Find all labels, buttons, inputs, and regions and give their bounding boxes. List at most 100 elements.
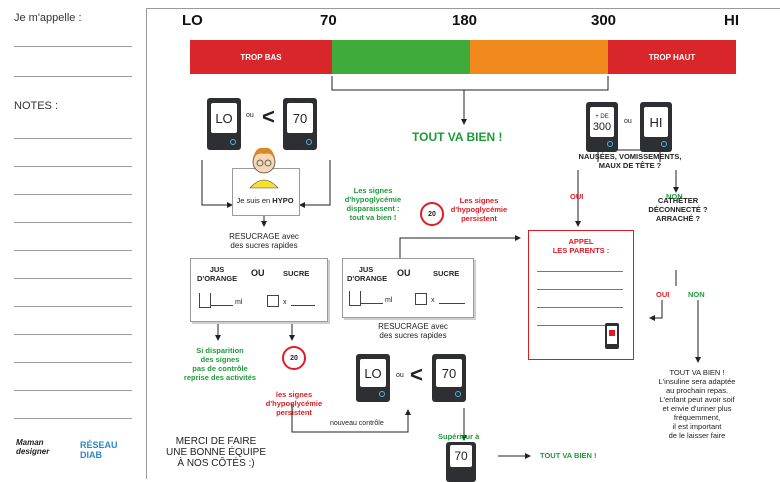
sugar-cube-icon [267, 295, 279, 307]
meter-lo-2: LO [356, 354, 390, 402]
meter-hi: HI [640, 102, 672, 152]
notes-line [14, 362, 132, 363]
signs-gone-text: Si disparition des signes pas de contrôl… [183, 346, 257, 382]
or-label: ou [396, 372, 404, 379]
less-than-sign: < [410, 362, 423, 387]
blank-line [537, 307, 623, 308]
resugar-box-2: JUS D'ORANGE OU SUCRE ml x [342, 258, 474, 318]
meter-button-icon [306, 139, 312, 145]
yes-label-2: OUI [656, 290, 670, 299]
meter-button-icon [661, 141, 667, 147]
too-high-label: TROP HAUT [648, 52, 696, 62]
blank-line [211, 305, 233, 306]
all-good-bottom: TOUT VA BIEN ! [540, 451, 597, 460]
no-label-2: NON [688, 290, 705, 299]
bar-too-low: TROP BAS [190, 40, 332, 74]
meter-70-value: 70 [436, 359, 462, 387]
less-than-sign: < [262, 104, 275, 129]
resugar-box-1: JUS D'ORANGE OU SUCRE ml x [190, 258, 328, 322]
meter-70-3: 70 [446, 442, 476, 482]
or-label: OU [251, 268, 265, 278]
new-check-label: nouveau contrôle [330, 420, 384, 427]
notes-line [14, 166, 132, 167]
meter-lo-value: LO [211, 103, 237, 133]
too-low-label: TROP BAS [240, 52, 282, 62]
im-hypo-text: Je suis en HYPO [236, 196, 294, 205]
bar-normal [332, 40, 470, 74]
final-instructions: TOUT VA BIEN ! L'insuline sera adaptée a… [658, 368, 736, 440]
notes-line [14, 222, 132, 223]
notes-line [14, 278, 132, 279]
scale-70: 70 [320, 12, 337, 29]
meter-button-icon [607, 141, 613, 147]
notes-line [14, 418, 132, 419]
meter-button-icon [379, 391, 385, 397]
logo-maman-designer: Maman designer [16, 438, 50, 456]
name-line [14, 46, 132, 47]
or-label: ou [624, 118, 632, 125]
name-line [14, 76, 132, 77]
logo-reseau-diab: RÉSEAU DIAB [80, 440, 118, 460]
call-parents-box: APPEL LES PARENTS : [528, 230, 634, 360]
meter-button-icon [455, 391, 461, 397]
phone-icon [605, 323, 619, 349]
chart-frame [146, 8, 780, 479]
blank-line [537, 289, 623, 290]
call-parents-label: APPEL LES PARENTS : [552, 237, 610, 255]
meter-hi-value: HI [644, 107, 668, 137]
meter-70: 70 [283, 98, 317, 150]
bar-high [470, 40, 608, 74]
meter-lo: LO [207, 98, 241, 150]
blank-line [439, 303, 465, 304]
scale-hi: HI [724, 12, 739, 29]
scale-300: 300 [591, 12, 617, 29]
resugar-text-2: RESUCRAGE avec des sucres rapides [378, 322, 448, 340]
blank-line [537, 325, 607, 326]
juice-label: JUS D'ORANGE [197, 265, 238, 283]
ml-unit: ml [385, 297, 393, 304]
signs-persist-text-2: Les signes d'hypoglycémie persistent [450, 196, 508, 223]
no-label: NON [666, 192, 683, 201]
or-label: OU [397, 268, 411, 278]
child-icon [249, 147, 279, 189]
resugar-text-1: RESUCRAGE avec des sucres rapides [229, 232, 299, 250]
scale-180: 180 [452, 12, 478, 29]
times-sign: x [283, 299, 287, 306]
notes-line [14, 250, 132, 251]
blank-line [291, 305, 315, 306]
blank-line [537, 271, 623, 272]
notes-line [14, 138, 132, 139]
notes-line [14, 194, 132, 195]
meter-lo-value: LO [360, 359, 386, 387]
bar-too-high: TROP HAUT [608, 40, 736, 74]
signs-persist-text: les signes d'hypoglycémie persistent [265, 390, 323, 417]
catheter-question: CATHÉTER DÉCONNECTÉ ? ARRACHÉ ? [648, 196, 708, 223]
meter-button-icon [230, 139, 236, 145]
name-label: Je m'appelle : [14, 12, 82, 24]
blank-line [361, 303, 383, 304]
meter-70-2: 70 [432, 354, 466, 402]
signs-disappear-text: Les signes d'hypoglycémie disparaissent … [344, 186, 402, 222]
juice-label: JUS D'ORANGE [347, 265, 388, 283]
times-sign: x [431, 297, 435, 304]
flow-arrows [201, 76, 701, 459]
timer-icon: 20 [282, 346, 306, 370]
notes-line [14, 390, 132, 391]
glass-icon [349, 291, 361, 306]
symptoms-question: NAUSÉES, VOMISSEMENTS, MAUX DE TÊTE ? [578, 152, 682, 170]
sugar-label: SUCRE [433, 269, 460, 278]
center-all-good: TOUT VA BIEN ! [412, 130, 503, 144]
scale-lo: LO [182, 12, 203, 29]
meter-300-value: + DE 300 [590, 107, 614, 137]
meter-70-value: 70 [450, 445, 472, 467]
sugar-label: SUCRE [283, 269, 310, 278]
ml-unit: ml [235, 299, 243, 306]
sugar-cube-icon [415, 293, 427, 305]
timer-icon: 20 [420, 202, 444, 226]
meter-70-value: 70 [287, 103, 313, 133]
or-label: ou [246, 112, 254, 119]
notes-line [14, 334, 132, 335]
notes-label: NOTES : [14, 100, 59, 112]
yes-label: OUI [570, 192, 584, 201]
notes-line [14, 306, 132, 307]
